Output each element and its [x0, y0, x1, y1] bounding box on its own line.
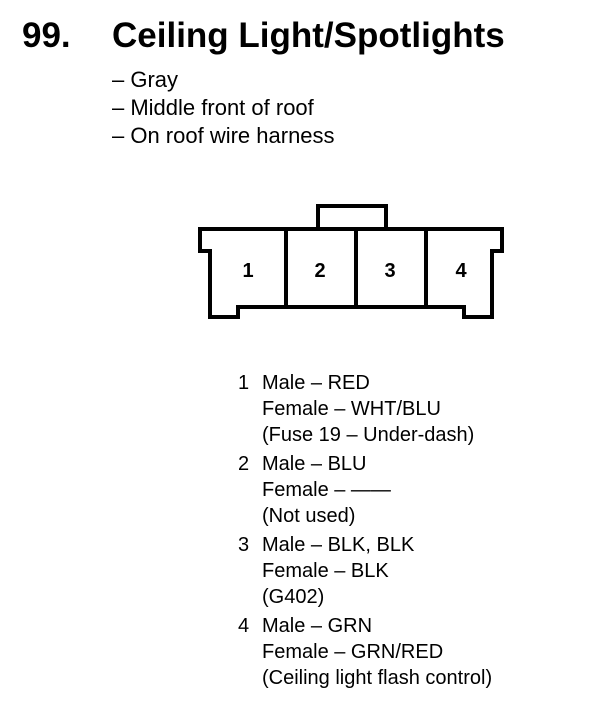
section-title: Ceiling Light/Spotlights	[112, 16, 505, 55]
pinout-entry-4: 4 Male – GRN Female – GRN/RED (Ceiling l…	[238, 613, 492, 691]
connector-latch	[316, 204, 388, 232]
pin-number: 4	[238, 615, 250, 637]
pin-female-wire: Female – GRN/RED	[262, 641, 444, 663]
pinout-entry-2: 2 Male – BLU Female – —— (Not used)	[238, 451, 492, 529]
section-number: 99.	[22, 16, 71, 55]
pin-note: (Not used)	[262, 505, 356, 527]
connector-info-list: – Gray – Middle front of roof – On roof …	[112, 66, 335, 150]
pin-number: 1	[238, 372, 250, 394]
pinout-list: 1 Male – RED Female – WHT/BLU (Fuse 19 –…	[238, 370, 492, 694]
pin-male-wire: Male – RED	[262, 372, 370, 394]
pin-number: 3	[238, 534, 250, 556]
page-title: 99. Ceiling Light/Spotlights	[22, 14, 505, 58]
pin-male-wire: Male – BLU	[262, 453, 367, 475]
connector-diagram: 1 2 3 4	[198, 204, 504, 319]
pin-female-wire: Female – WHT/BLU	[262, 398, 441, 420]
pinout-entry-3: 3 Male – BLK, BLK Female – BLK (G402)	[238, 532, 492, 610]
connector-location: – Middle front of roof	[112, 95, 314, 120]
pin-note: (Fuse 19 – Under-dash)	[262, 424, 475, 446]
connector-harness: – On roof wire harness	[112, 123, 335, 148]
pin-label-2: 2	[314, 260, 325, 282]
pin-label-1: 1	[242, 260, 253, 282]
pinout-entry-1: 1 Male – RED Female – WHT/BLU (Fuse 19 –…	[238, 370, 492, 448]
pin-number: 2	[238, 453, 250, 475]
connector-color: – Gray	[112, 67, 179, 92]
pin-female-wire: Female – BLK	[262, 560, 389, 582]
pin-label-3: 3	[384, 260, 395, 282]
pin-note: (G402)	[262, 586, 325, 608]
pin-label-4: 4	[455, 260, 467, 282]
pin-female-wire: Female – ——	[262, 479, 391, 501]
pin-male-wire: Male – BLK, BLK	[262, 534, 415, 556]
pin-male-wire: Male – GRN	[262, 615, 373, 637]
pin-note: (Ceiling light flash control)	[262, 667, 493, 689]
